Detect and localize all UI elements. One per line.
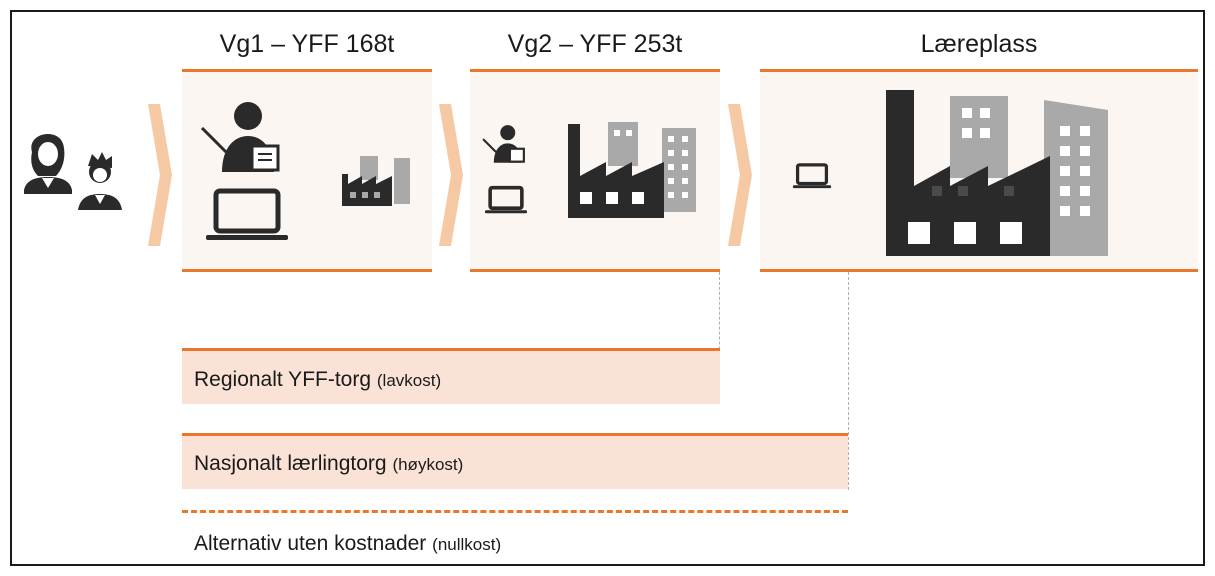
- chevron-right-icon: [728, 104, 752, 246]
- track-connector-line: [719, 272, 720, 404]
- chevron-right-icon: [439, 104, 463, 246]
- track-name: Nasjonalt lærlingtorg: [194, 452, 387, 475]
- track-label-alternative: Alternativ uten kostnader (nullkost): [194, 532, 501, 556]
- laptop-icon: [206, 188, 288, 240]
- stage-box-vg2: [470, 69, 720, 272]
- factory-icon: [886, 90, 1108, 256]
- factory-icon: [568, 122, 696, 218]
- factory-icon: [342, 156, 410, 206]
- track-name: Regionalt YFF-torg: [194, 368, 372, 391]
- laptop-icon: [485, 185, 527, 214]
- track-qualifier: (høykost): [392, 455, 464, 474]
- students-icon: [24, 134, 122, 210]
- chevron-right-icon: [148, 104, 172, 246]
- stage-title-laereplass: Læreplass: [920, 30, 1038, 58]
- track-qualifier: (nullkost): [432, 535, 502, 554]
- track-name: Alternativ uten kostnader: [194, 532, 427, 555]
- stage-title-vg1: Vg1 – YFF 168t: [219, 30, 395, 58]
- stage-box-laereplass: [760, 69, 1198, 272]
- stage-box-vg1: [182, 69, 432, 272]
- track-label-national: Nasjonalt lærlingtorg (høykost): [194, 452, 463, 476]
- track-connector-line: [848, 272, 849, 490]
- track-regional: [182, 348, 720, 404]
- teacher-icon: [200, 102, 280, 172]
- stage-title-vg2: Vg2 – YFF 253t: [507, 30, 683, 58]
- track-national: [182, 433, 848, 489]
- diagram-frame: [10, 10, 1205, 566]
- teacher-icon: [482, 125, 525, 163]
- laptop-icon: [792, 163, 832, 189]
- track-alternative: [182, 510, 848, 564]
- track-label-regional: Regionalt YFF-torg (lavkost): [194, 368, 441, 392]
- track-qualifier: (lavkost): [376, 371, 442, 390]
